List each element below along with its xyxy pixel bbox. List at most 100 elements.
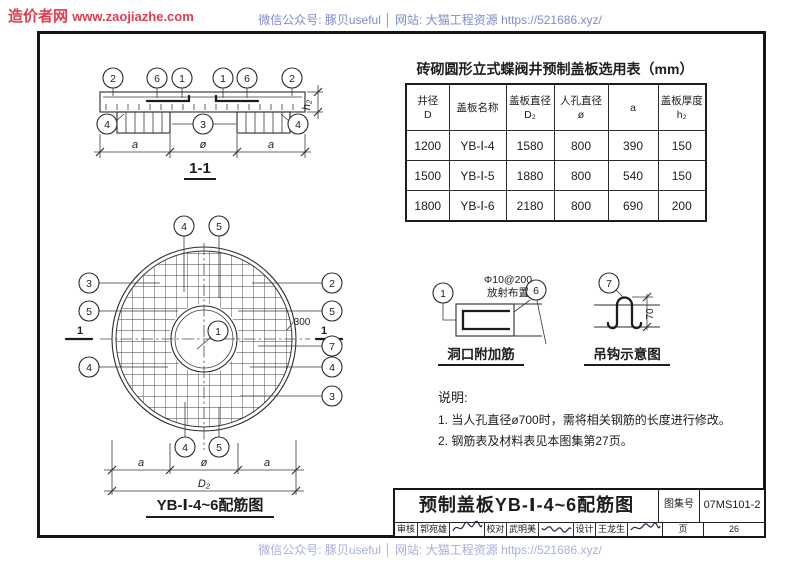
- callout-bubble: 6: [525, 279, 547, 301]
- checker-name: 武明美: [506, 523, 538, 537]
- callout-label: 1: [440, 288, 446, 300]
- table-title: 砖砌圆形立式蝶阀井预制盖板选用表（mm）: [416, 61, 694, 77]
- callout-bubble: 2: [102, 67, 124, 89]
- title-block-row2: 审核 郭宛雄 校对 武明美 设计 王龙生 页 26: [395, 520, 764, 537]
- offset-label: 300: [294, 317, 311, 328]
- table-row: 1500 YB-Ⅰ-5 1880 800 540 150: [405, 160, 707, 191]
- table-cell: 800: [553, 160, 609, 191]
- callout-bubble: 5: [321, 300, 343, 322]
- callout-bubble: 1: [432, 282, 454, 304]
- table-cell: 2180: [505, 190, 555, 222]
- plan-view-caption: YB-Ⅰ-4~6配筋图: [146, 494, 274, 518]
- dim-label-70: 70: [645, 308, 656, 320]
- designer-name: 王龙生: [595, 523, 627, 537]
- callout-bubble: 1: [212, 67, 234, 89]
- callout-bubble: 4: [287, 113, 309, 135]
- table-cell: 800: [553, 130, 609, 161]
- cut-mark-label: 1: [77, 325, 83, 337]
- section-view-drawing: h₂ a ø a 2 6 1 1 6 2 4 3 4: [94, 67, 323, 158]
- cut-mark-label: 1: [321, 325, 327, 337]
- table-cell: 390: [607, 130, 659, 161]
- callout-label: 3: [200, 119, 206, 131]
- table-cell: 1800: [405, 190, 450, 222]
- table-cell: 1880: [505, 160, 555, 191]
- table-cell: 1580: [505, 130, 555, 161]
- callout-bubble: 5: [208, 436, 230, 458]
- checker-signature: [538, 523, 573, 537]
- note-item: 1. 当人孔直径ø700时，需将相关钢筋的长度进行修改。: [438, 413, 731, 427]
- callout-label: 2: [329, 278, 335, 290]
- callout-label: 4: [181, 221, 187, 233]
- dim-label-d2: D₂: [198, 478, 211, 490]
- callout-label: 6: [154, 73, 160, 85]
- table-cell: YB-Ⅰ-5: [448, 160, 507, 191]
- column-header: 盖板名称: [448, 83, 507, 131]
- callout-bubble: 7: [321, 335, 343, 357]
- notes-section: 说明: 1. 当人孔直径ø700时，需将相关钢筋的长度进行修改。 2. 钢筋表及…: [438, 387, 743, 452]
- callout-bubble: 3: [321, 385, 343, 407]
- hook-detail-drawing: 70 7: [594, 272, 660, 332]
- dim-label-h2: h₂: [301, 99, 313, 110]
- table-cell: YB-Ⅰ-6: [448, 190, 507, 222]
- title-block-row1: 预制盖板YB-Ⅰ-4~6配筋图 图集号 07MS101-2: [395, 490, 764, 523]
- callout-bubble: 5: [208, 215, 230, 237]
- opening-detail-note: Φ10@200 放射布置: [479, 274, 537, 299]
- callout-bubble: 1: [171, 67, 193, 89]
- table-cell: YB-Ⅰ-4: [448, 130, 507, 161]
- promo-banner-bottom: 微信公众号: 豚贝useful │ 网站: 大猫工程资源 https://521…: [258, 543, 602, 557]
- dim-label: a: [268, 139, 274, 151]
- callout-label: 3: [86, 278, 92, 290]
- table-cell: 540: [607, 160, 659, 191]
- watermark-site: 造价者网 www.zaojiazhe.com: [8, 5, 194, 26]
- callout-label: 4: [86, 362, 92, 374]
- page-label: 页: [662, 523, 703, 537]
- review-label: 审核: [396, 524, 415, 534]
- callout-label: 5: [329, 306, 335, 318]
- reviewer-name: 郭宛雄: [417, 523, 449, 537]
- dim-label: a: [264, 457, 270, 469]
- callout-bubble: 1: [207, 320, 229, 342]
- callout-label: 2: [110, 73, 116, 85]
- callout-label: 1: [179, 73, 185, 85]
- callout-bubble: 6: [236, 67, 258, 89]
- callout-label: 2: [289, 73, 295, 85]
- title-block: 预制盖板YB-Ⅰ-4~6配筋图 图集号 07MS101-2 审核 郭宛雄 校对 …: [393, 488, 766, 538]
- notes-heading: 说明:: [438, 390, 468, 405]
- callout-bubble: 6: [146, 67, 168, 89]
- callout-bubble: 4: [96, 113, 118, 135]
- callout-bubble: 2: [321, 272, 343, 294]
- callout-bubble: 7: [598, 272, 620, 294]
- rebar-spec: Φ10@200: [483, 274, 533, 286]
- site-name: 造价者网: [8, 8, 69, 25]
- callout-label: 6: [244, 73, 250, 85]
- callout-label: 7: [606, 278, 612, 290]
- dim-label: a: [132, 139, 138, 151]
- designer-signature: [627, 522, 662, 537]
- page-number: 26: [703, 523, 764, 537]
- dim-label: ø: [200, 139, 207, 151]
- atlas-no-value: 07MS101-2: [699, 490, 764, 522]
- table-cell: 690: [607, 190, 659, 222]
- table-cell: 1200: [405, 130, 450, 161]
- section-view-caption: 1-1: [184, 160, 216, 180]
- site-url: www.zaojiazhe.com: [72, 9, 194, 24]
- atlas-no-label: 图集号: [658, 490, 699, 522]
- dim-label: a: [138, 457, 144, 469]
- callout-bubble: 3: [192, 113, 214, 135]
- table-cell: 1500: [405, 160, 450, 191]
- callout-bubble: 5: [78, 300, 100, 322]
- callout-label: 4: [104, 119, 110, 131]
- column-header: a: [607, 83, 659, 131]
- callout-label: 4: [329, 362, 335, 374]
- check-label: 校对: [484, 523, 506, 537]
- callout-label: 7: [329, 341, 335, 353]
- table-row: 1800 YB-Ⅰ-6 2180 800 690 200: [405, 190, 707, 222]
- note-item: 2. 钢筋表及材料表见本图集第27页。: [438, 434, 633, 448]
- table-cell: 800: [553, 190, 609, 222]
